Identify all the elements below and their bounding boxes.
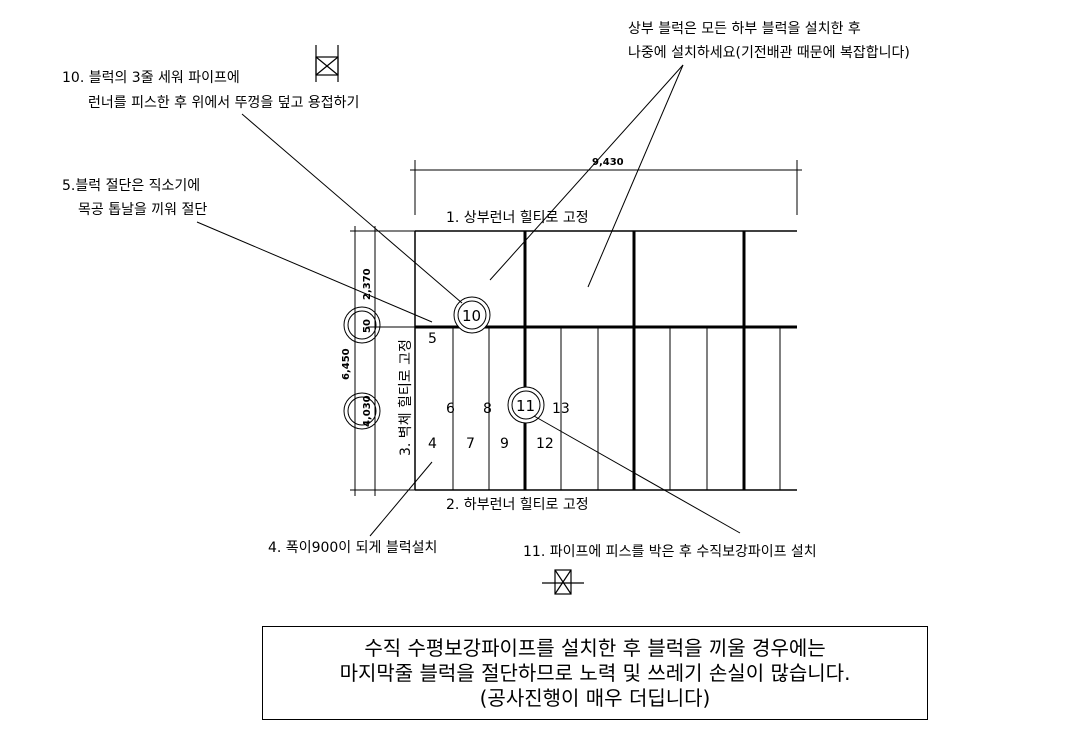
block-number: 10 bbox=[462, 307, 481, 325]
note-10-line2: 런너를 피스한 후 위에서 뚜껑을 덮고 용접하기 bbox=[88, 95, 359, 111]
upper-block-note-line1: 상부 블럭은 모든 하부 블럭을 설치한 후 bbox=[628, 21, 861, 37]
block-number: 7 bbox=[466, 436, 475, 452]
note-5-line1: 5.블럭 절단은 직소기에 bbox=[62, 178, 200, 194]
note-5-line2: 목공 톱날을 끼워 절단 bbox=[78, 202, 207, 218]
height-lower-label: 4,030 bbox=[362, 395, 373, 427]
note-1-upper-runner: 1. 상부런너 힐티로 고정 bbox=[446, 210, 589, 226]
note-box-line3: (공사진행이 매우 더딥니다) bbox=[479, 685, 711, 710]
leader-lines bbox=[196, 64, 741, 537]
block-number: 8 bbox=[483, 401, 492, 417]
note-2-lower-runner: 2. 하부런너 힐티로 고정 bbox=[446, 497, 589, 513]
upper-block-note-line2: 나중에 설치하세요(기전배관 때문에 복잡합니다) bbox=[628, 45, 910, 61]
pipe-section-symbol-bottom bbox=[542, 569, 584, 595]
construction-diagram: 상부 블럭은 모든 하부 블럭을 설치한 후 나중에 설치하세요(기전배관 때문… bbox=[62, 21, 910, 595]
note-box-line2: 마지막줄 블럭을 절단하므로 노력 및 쓰레기 손실이 많습니다. bbox=[339, 660, 851, 685]
height-dimension-lines bbox=[343, 226, 415, 496]
block-number: 13 bbox=[552, 401, 570, 417]
block-number: 11 bbox=[516, 397, 535, 415]
note-4-block-width: 4. 폭이900이 되게 블럭설치 bbox=[268, 540, 437, 556]
note-box-line1: 수직 수평보강파이프를 설치한 후 블럭을 끼울 경우에는 bbox=[364, 635, 826, 660]
width-dimension-label: 9,430 bbox=[592, 157, 624, 168]
marker-10-circle bbox=[453, 296, 491, 334]
warning-note-box: 수직 수평보강파이프를 설치한 후 블럭을 끼울 경우에는 마지막줄 블럭을 절… bbox=[262, 626, 928, 720]
block-number: 4 bbox=[428, 436, 437, 452]
height-total-label: 6,450 bbox=[341, 348, 352, 380]
width-dimension-line bbox=[410, 160, 802, 215]
wall-elevation bbox=[414, 230, 797, 491]
block-number: 12 bbox=[536, 436, 554, 452]
note-11-vertical-pipe: 11. 파이프에 피스를 박은 후 수직보강파이프 설치 bbox=[523, 544, 817, 560]
marker-11-circle bbox=[507, 386, 545, 424]
pipe-section-symbol-top bbox=[315, 45, 339, 82]
block-number: 6 bbox=[446, 401, 455, 417]
note-3-wall-fix: 3. 벽체 힐티로 고정 bbox=[398, 339, 414, 456]
note-10-line1: 10. 블럭의 3줄 세워 파이프에 bbox=[62, 70, 240, 86]
gap-dimension-label: 50 bbox=[362, 319, 373, 333]
block-number: 5 bbox=[428, 331, 437, 347]
block-number: 9 bbox=[500, 436, 509, 452]
height-upper-label: 2,370 bbox=[362, 268, 373, 300]
